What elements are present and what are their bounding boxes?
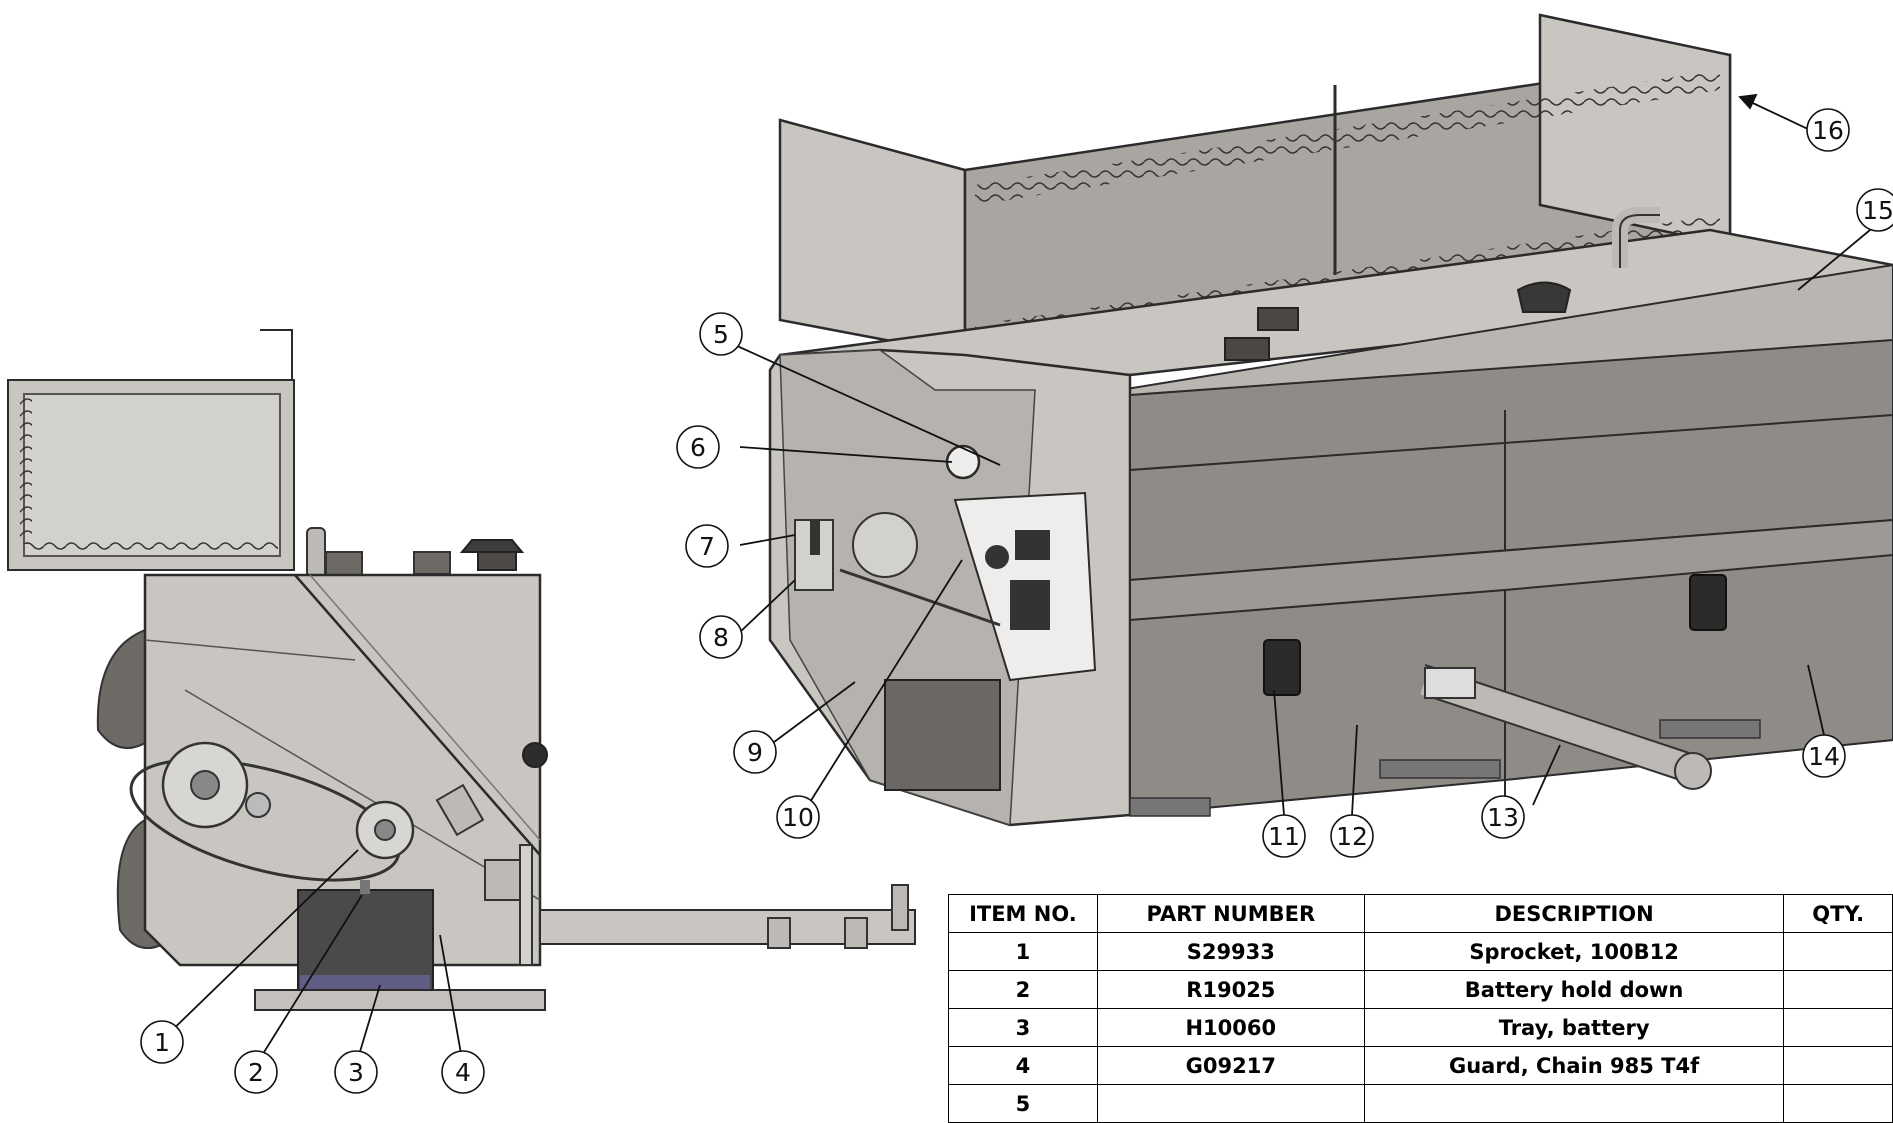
callout-1: 1 [140, 1020, 184, 1064]
item-no-cell: 2 [948, 970, 1098, 1009]
description-cell: Tray, battery [1363, 1008, 1785, 1047]
part-number-cell [1096, 1084, 1365, 1123]
part-number-cell: R19025 [1096, 970, 1365, 1009]
callout-4: 4 [441, 1050, 485, 1094]
part-number-cell: H10060 [1096, 1008, 1365, 1047]
item-no-cell: 5 [948, 1084, 1098, 1123]
callout-16-label: 16 [1812, 116, 1844, 145]
callout-15: 15 [1856, 188, 1893, 232]
part-number-cell: S29933 [1096, 932, 1365, 971]
callout-9-label: 9 [747, 738, 763, 767]
qty-cell [1783, 1008, 1893, 1047]
description-cell: Sprocket, 100B12 [1363, 932, 1785, 971]
description-cell: Guard, Chain 985 T4f [1363, 1046, 1785, 1085]
item-no-cell: 4 [948, 1046, 1098, 1085]
item-no-cell: 1 [948, 932, 1098, 971]
callout-1-label: 1 [154, 1028, 170, 1057]
qty-cell [1783, 1046, 1893, 1085]
part-number-cell: G09217 [1096, 1046, 1365, 1085]
callout-9: 9 [733, 730, 777, 774]
callout-8: 8 [699, 615, 743, 659]
header-part-number: PART NUMBER [1096, 894, 1365, 933]
callout-16: 16 [1806, 108, 1850, 152]
header-qty: QTY. [1783, 894, 1893, 933]
table-row: 3 H10060 Tray, battery [948, 1008, 1893, 1047]
callout-3: 3 [334, 1050, 378, 1094]
callout-10-label: 10 [782, 803, 814, 832]
callout-5: 5 [699, 312, 743, 356]
table-row: 2 R19025 Battery hold down [948, 970, 1893, 1009]
callout-7: 7 [685, 524, 729, 568]
table-row: 1 S29933 Sprocket, 100B12 [948, 932, 1893, 971]
callout-12-label: 12 [1336, 822, 1368, 851]
bill-of-materials-table: ITEM NO. PART NUMBER DESCRIPTION QTY. 1 … [948, 894, 1893, 1123]
qty-cell [1783, 932, 1893, 971]
callout-13-label: 13 [1487, 803, 1519, 832]
callout-11: 11 [1262, 814, 1306, 858]
callout-5-label: 5 [713, 320, 729, 349]
callout-11-label: 11 [1268, 822, 1300, 851]
callout-14: 14 [1802, 734, 1846, 778]
header-description: DESCRIPTION [1363, 894, 1785, 933]
callout-3-label: 3 [348, 1058, 364, 1087]
callout-2-label: 2 [248, 1058, 264, 1087]
table-row: 5 [948, 1084, 1893, 1123]
callout-15-label: 15 [1862, 196, 1893, 225]
callout-8-label: 8 [713, 623, 729, 652]
callout-12: 12 [1330, 814, 1374, 858]
leader-lines [161, 93, 1883, 1066]
description-cell [1363, 1084, 1785, 1123]
callout-14-label: 14 [1808, 742, 1840, 771]
description-cell: Battery hold down [1363, 970, 1785, 1009]
item-no-cell: 3 [948, 1008, 1098, 1047]
callout-10: 10 [776, 795, 820, 839]
callout-7-label: 7 [699, 532, 715, 561]
table-row: 4 G09217 Guard, Chain 985 T4f [948, 1046, 1893, 1085]
isometric-view [768, 13, 1893, 827]
header-item-no: ITEM NO. [948, 894, 1098, 933]
callout-4-label: 4 [455, 1058, 471, 1087]
qty-cell [1783, 970, 1893, 1009]
side-view [7, 329, 916, 1011]
callout-13: 13 [1481, 795, 1525, 839]
callout-6: 6 [676, 425, 720, 469]
table-header-row: ITEM NO. PART NUMBER DESCRIPTION QTY. [948, 894, 1893, 933]
qty-cell [1783, 1084, 1893, 1123]
callout-2: 2 [234, 1050, 278, 1094]
callout-6-label: 6 [690, 433, 706, 462]
assembly-drawing: 1 2 3 4 5 6 7 8 9 10 11 12 13 14 15 16 [7, 13, 1893, 1094]
